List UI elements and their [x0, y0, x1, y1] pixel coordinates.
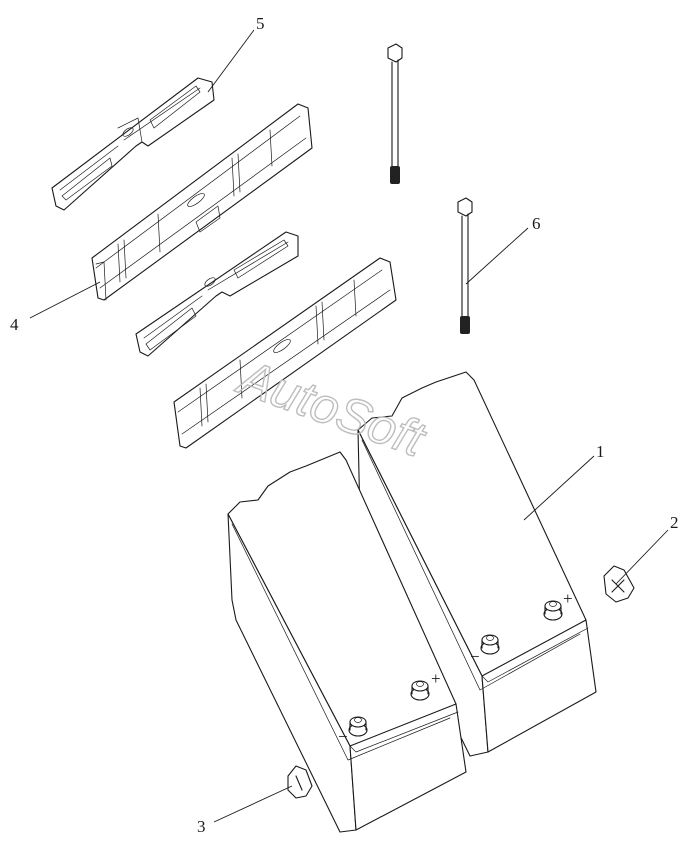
battery-front: − +: [227, 451, 467, 833]
battery-front-negative-terminal: [348, 716, 368, 737]
negative-terminal-cap: [287, 765, 313, 799]
callout-2: 2: [670, 513, 679, 532]
tie-rod-bolt-right: [457, 197, 473, 334]
battery-front-plus-mark: +: [431, 669, 441, 688]
battery-rear-positive-terminal: [543, 600, 563, 621]
leader-5: [207, 29, 255, 93]
leader-3: [213, 785, 293, 823]
hold-down-frame-upper: [91, 103, 313, 301]
leader-4: [29, 281, 101, 319]
callout-6: 6: [532, 214, 541, 233]
hold-down-frame-lower: [173, 257, 397, 449]
battery-rear-minus-mark: −: [470, 647, 480, 666]
callout-1: 1: [596, 442, 605, 461]
leader-2: [615, 529, 669, 585]
callout-5: 5: [256, 14, 265, 33]
clamp-strap-upper: [51, 77, 215, 211]
callout-4: 4: [10, 315, 19, 334]
battery-rear-plus-mark: +: [563, 589, 573, 608]
callout-3: 3: [197, 817, 206, 836]
battery-front-minus-mark: −: [338, 727, 348, 746]
leader-lines: [29, 29, 669, 823]
leader-6: [465, 227, 529, 285]
battery-rear-negative-terminal: [480, 634, 500, 655]
clamp-strap-lower: [135, 231, 299, 357]
battery-front-positive-terminal: [410, 680, 430, 701]
leader-1: [523, 455, 595, 521]
tie-rod-bolt-left: [387, 43, 403, 184]
autosoft-watermark: AutoSoft: [229, 348, 433, 468]
positive-terminal-cap: [603, 565, 635, 603]
